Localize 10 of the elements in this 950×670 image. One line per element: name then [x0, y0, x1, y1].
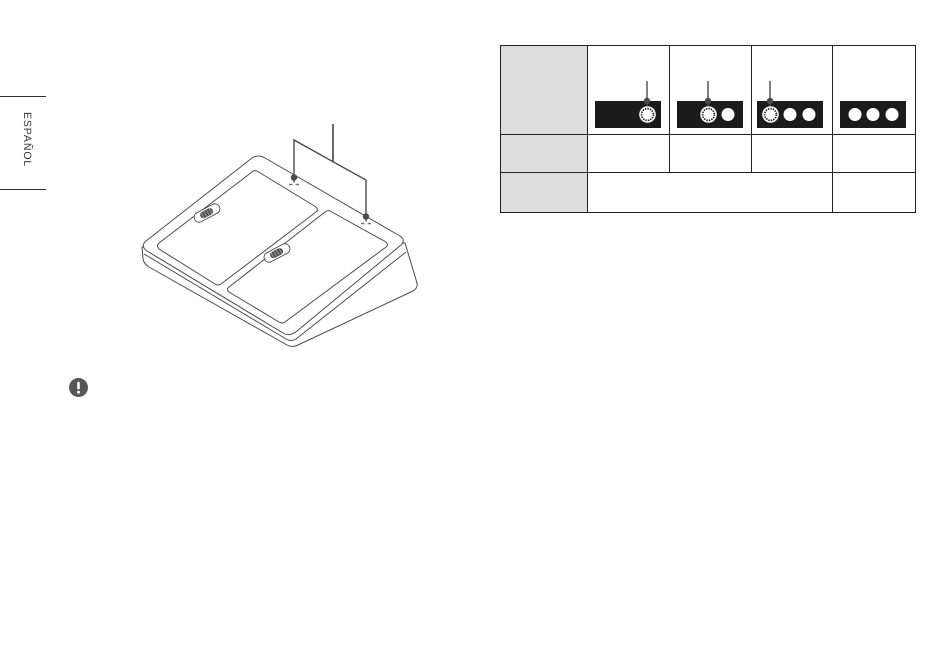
led-ring-icon — [700, 106, 716, 123]
leader-line — [704, 81, 712, 106]
led-ring-icon — [762, 106, 778, 123]
indicator-light — [361, 222, 371, 224]
indicator-light — [289, 182, 299, 186]
leader-line — [644, 81, 650, 106]
led-ring-icon — [638, 106, 656, 123]
side-tab-label: ESPAÑOL — [21, 112, 33, 168]
leader-line — [766, 81, 774, 106]
leader-line — [332, 124, 370, 222]
